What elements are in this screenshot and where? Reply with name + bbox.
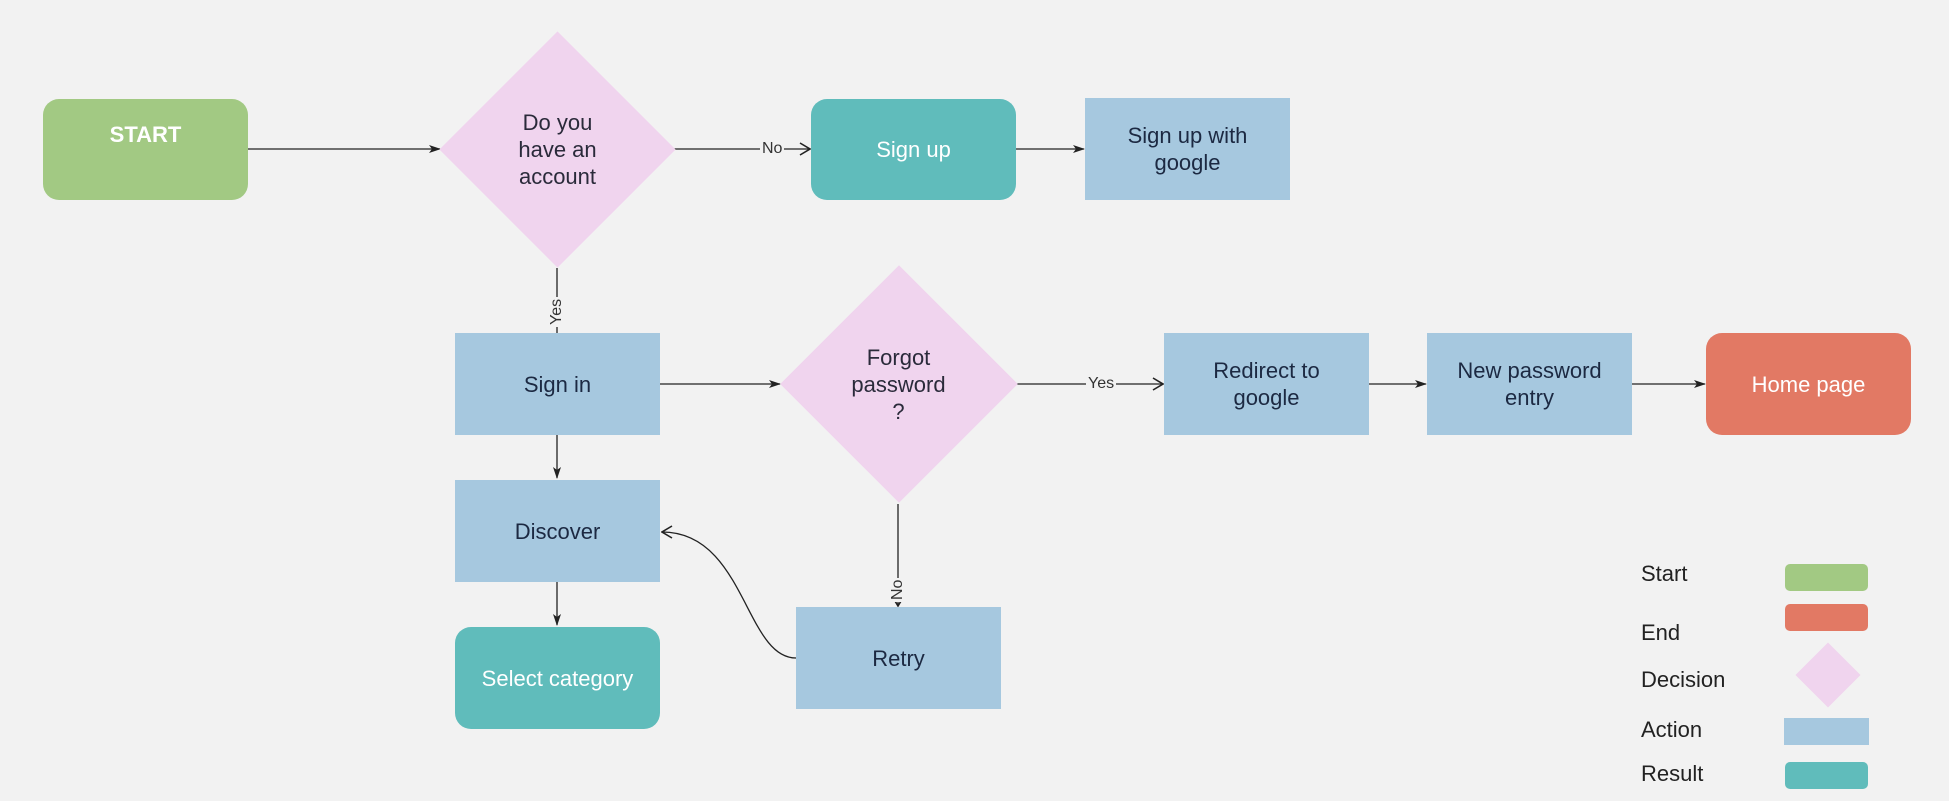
retry-node: Retry: [796, 607, 1001, 709]
discover-node: Discover: [455, 480, 660, 582]
new-password-node: New password entry: [1427, 333, 1632, 435]
legend-swatch-result: [1785, 762, 1868, 789]
edge-label-forgot-yes: Yes: [1086, 375, 1117, 393]
legend-swatch-end: [1785, 604, 1868, 631]
sign-in-node: Sign in: [455, 333, 660, 435]
decision-forgot-password: Forgot password ?: [780, 265, 1018, 503]
legend-label-result: Result: [1641, 761, 1704, 786]
legend-label-start: Start: [1641, 561, 1688, 586]
edge-label-forgot-no: No: [889, 577, 907, 602]
sign-up-google-node: Sign up with google: [1085, 98, 1290, 200]
edge-label-account-no: No: [760, 140, 785, 158]
select-category-node: Select category: [455, 627, 660, 729]
legend-swatch-action: [1784, 718, 1869, 745]
legend-label-action: Action: [1641, 717, 1703, 742]
legend-label-end: End: [1641, 620, 1681, 645]
sign-up-node: Sign up: [811, 99, 1016, 200]
legend-swatch-start: [1785, 564, 1868, 591]
start-node: START: [43, 99, 248, 200]
legend-label-decision: Decision: [1641, 667, 1726, 692]
decision-has-account-label: Do you have an account: [518, 110, 597, 189]
redirect-google-node: Redirect to google: [1164, 333, 1369, 435]
home-page-node: Home page: [1706, 333, 1911, 435]
edge-retry-to-discover: [662, 532, 797, 659]
decision-forgot-password-label: Forgot password ?: [851, 344, 946, 424]
edge-label-account-yes: Yes: [548, 296, 566, 327]
decision-has-account: Do you have an account: [439, 31, 676, 268]
